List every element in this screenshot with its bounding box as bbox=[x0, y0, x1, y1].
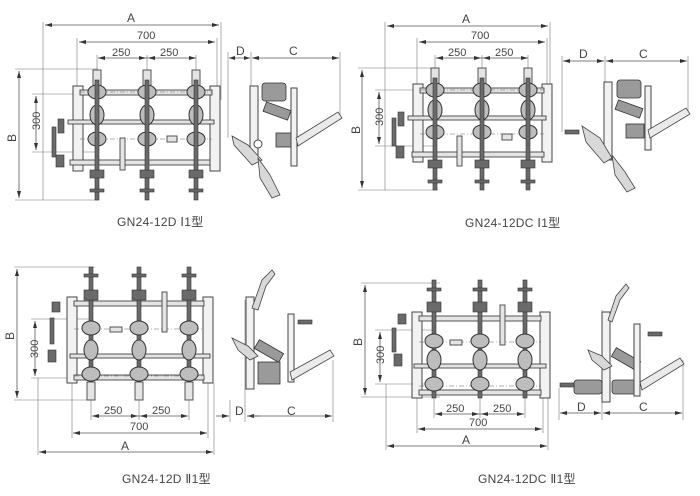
side-view: D C bbox=[558, 283, 685, 420]
dim-250-right-label: 250 bbox=[160, 47, 178, 59]
pole-1 bbox=[425, 67, 445, 191]
front-and-side-elevation: A 700 250 250 B 300 bbox=[5, 11, 343, 201]
dim-300-label: 300 bbox=[29, 340, 41, 358]
side-view: D C bbox=[216, 269, 335, 422]
front-and-side-elevation: A 700 250 250 B 300 bbox=[349, 12, 691, 193]
dim-b-label: B bbox=[5, 134, 19, 142]
pole-3 bbox=[186, 69, 206, 201]
dim-300-label: 300 bbox=[374, 108, 386, 126]
pole-3 bbox=[179, 266, 199, 401]
dim-250-right-label: 250 bbox=[152, 405, 170, 417]
pole-2 bbox=[470, 279, 490, 399]
pole-1 bbox=[81, 266, 101, 401]
model-caption: GN24-12DC Ⅰ1型 bbox=[465, 216, 561, 230]
front-and-side-elevation: B 300 bbox=[3, 266, 335, 455]
dim-c-label: C bbox=[639, 400, 648, 414]
dim-250-left-label: 250 bbox=[446, 403, 464, 415]
dim-d-label: D bbox=[579, 47, 588, 61]
pole-1 bbox=[87, 69, 107, 201]
dim-b-label: B bbox=[350, 126, 363, 134]
dim-250-left-label: 250 bbox=[448, 47, 466, 59]
dim-a-label: A bbox=[121, 439, 129, 453]
dim-700-label: 700 bbox=[469, 417, 487, 429]
pole-3 bbox=[515, 279, 535, 399]
dim-250-right-label: 250 bbox=[493, 403, 511, 415]
dim-a-label: A bbox=[462, 433, 470, 447]
drawing-view-gn24-12d-ii1: B 300 bbox=[0, 250, 350, 491]
dim-b-label: B bbox=[351, 338, 365, 346]
dim-d-label: D bbox=[235, 404, 244, 418]
model-caption: GN24-12D Ⅱ1型 bbox=[122, 472, 211, 486]
dim-700-label: 700 bbox=[137, 30, 155, 42]
front-and-side-elevation: B 300 bbox=[351, 279, 685, 450]
dim-250-right-label: 250 bbox=[495, 47, 513, 59]
dim-c-label: C bbox=[287, 404, 296, 418]
dim-c-label: C bbox=[639, 47, 648, 61]
drawing-view-gn24-12dc-ii1: B 300 bbox=[350, 250, 700, 491]
dim-300-label: 300 bbox=[375, 346, 387, 364]
model-caption: GN24-12D Ⅰ1型 bbox=[117, 215, 204, 229]
dim-250-left-label: 250 bbox=[104, 405, 122, 417]
model-caption: GN24-12DC Ⅱ1型 bbox=[478, 472, 576, 486]
drawing-view-gn24-12dc-i1: A 700 250 250 B 300 bbox=[349, 0, 700, 245]
side-view: D C bbox=[561, 47, 691, 193]
pole-2 bbox=[472, 67, 492, 191]
dim-700-label: 700 bbox=[130, 421, 148, 433]
dim-a-label: A bbox=[462, 12, 470, 26]
dim-700-label: 700 bbox=[471, 30, 489, 42]
dim-b-label: B bbox=[3, 332, 17, 340]
pole-1 bbox=[424, 279, 444, 399]
dim-d-label: D bbox=[236, 44, 245, 58]
side-view: D C bbox=[227, 44, 343, 199]
dim-300-label: 300 bbox=[31, 112, 43, 130]
pole-2 bbox=[129, 266, 149, 401]
drawing-view-gn24-12d-i1: A 700 250 250 B 300 bbox=[0, 0, 350, 245]
dim-250-left-label: 250 bbox=[112, 47, 130, 59]
pole-3 bbox=[518, 67, 538, 191]
dim-a-label: A bbox=[127, 11, 135, 25]
pole-2 bbox=[137, 69, 157, 201]
dim-d-label: D bbox=[577, 400, 586, 414]
dim-c-label: C bbox=[289, 44, 298, 58]
